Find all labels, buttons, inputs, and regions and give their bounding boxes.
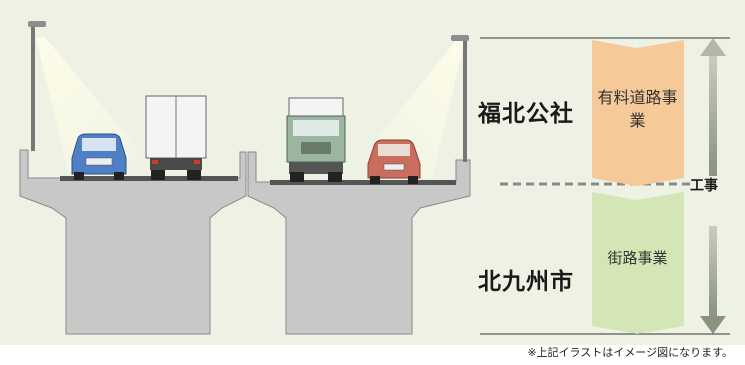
street-lamp-icon [28, 21, 46, 151]
car-icon [367, 139, 421, 184]
image-note: ※上記イラストはイメージ図になります。 [527, 346, 733, 359]
lower-scope-label: 街路事業 [607, 249, 668, 267]
upper-scope-label: 有料道路事業 [597, 88, 678, 130]
lower-entity-label: 北九州市 [478, 269, 574, 295]
upper-scope-shape [592, 40, 684, 186]
truck-icon [145, 95, 207, 180]
lamp-light-left [36, 36, 160, 180]
road-surface-left [60, 176, 238, 181]
boundary-label: 工事 [690, 178, 718, 194]
truck-icon [286, 97, 346, 182]
arrow-icon [700, 38, 726, 176]
car-icon [71, 133, 127, 180]
lower-scope-shape [592, 192, 684, 334]
road-surface-right [270, 180, 456, 185]
upper-entity-label: 福北公社 [478, 101, 574, 127]
street-lamp-icon [451, 35, 469, 162]
arrow-icon [700, 226, 726, 334]
